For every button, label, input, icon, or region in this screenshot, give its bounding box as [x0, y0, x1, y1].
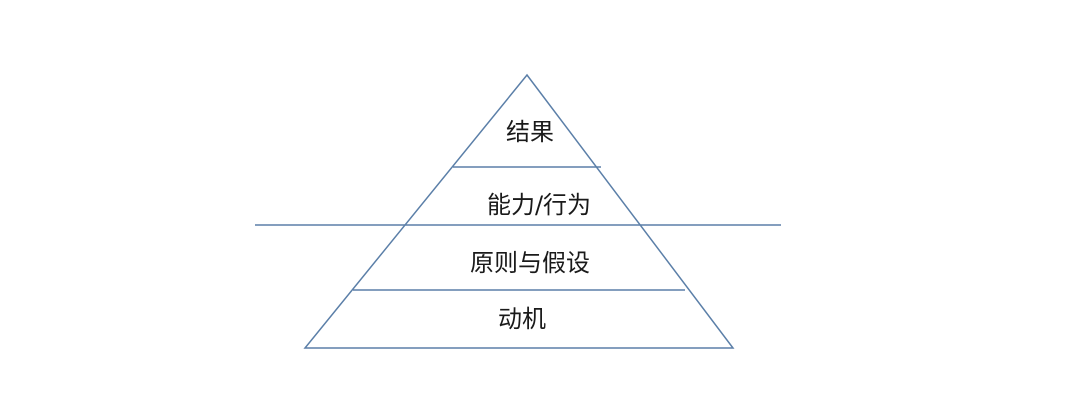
level-label-principles-assumptions: 原则与假设 — [470, 249, 590, 277]
level-label-motivation: 动机 — [498, 305, 546, 333]
pyramid-outline — [303, 73, 735, 349]
level-label-ability-behavior: 能力/行为 — [487, 191, 591, 219]
level-label-results: 结果 — [506, 118, 554, 146]
